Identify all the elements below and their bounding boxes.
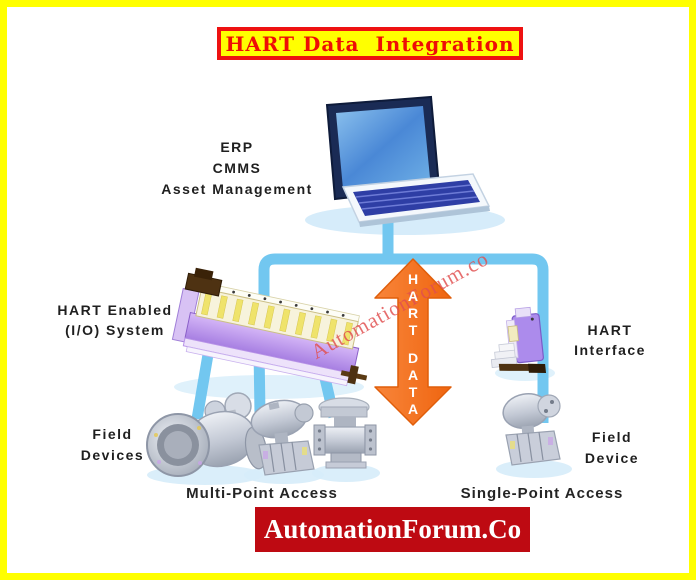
io-system-label: HART Enabled (I/O) System bbox=[35, 300, 195, 340]
arrow-letter: R bbox=[407, 305, 419, 321]
hart-data-arrow-label: H A R T D A T A bbox=[403, 271, 423, 418]
diagram-scene bbox=[146, 95, 572, 485]
arrow-letter: A bbox=[407, 367, 419, 383]
brand-name: AutomationForum.Co bbox=[263, 514, 522, 544]
pressure-transmitter-single-icon bbox=[502, 393, 561, 466]
control-valve-icon bbox=[313, 397, 377, 469]
title-banner: HART Data Integration bbox=[217, 27, 523, 60]
field-devices-line1: Field bbox=[92, 426, 133, 442]
brand-banner: AutomationForum.Co bbox=[255, 507, 530, 552]
field-device-line1: Field bbox=[591, 429, 633, 445]
field-devices-line2: Devices bbox=[80, 447, 145, 463]
trunk-line bbox=[258, 253, 549, 423]
arrow-letter: A bbox=[407, 401, 419, 417]
desktop-computer-icon bbox=[325, 95, 491, 227]
arrow-letter: H bbox=[407, 271, 419, 287]
hart-interface-label: HART Interface bbox=[560, 320, 660, 360]
magnetic-flowmeter-icon bbox=[146, 392, 268, 477]
asset-management-line: Asset Management bbox=[161, 181, 313, 197]
pressure-transmitter-icon bbox=[250, 399, 315, 476]
hart-interface-line2: Interface bbox=[574, 342, 646, 358]
cmms-line: CMMS bbox=[212, 160, 262, 176]
io-system-line1: HART Enabled bbox=[57, 302, 173, 318]
single-point-access-label: Single-Point Access bbox=[460, 485, 624, 502]
erp-line: ERP bbox=[220, 139, 254, 155]
erp-cmms-label: ERP CMMS Asset Management bbox=[142, 137, 332, 200]
arrow-letter: A bbox=[407, 288, 419, 304]
page-title: HART Data Integration bbox=[225, 31, 515, 56]
hart-interface-modem-icon bbox=[490, 306, 547, 373]
io-system-line2: (I/O) System bbox=[65, 322, 165, 338]
hart-data-arrow bbox=[374, 258, 452, 426]
io-module-rack-icon bbox=[171, 267, 368, 387]
multi-point-access-label: Multi-Point Access bbox=[186, 485, 338, 502]
arrow-letter: T bbox=[408, 322, 418, 338]
arrow-letter: D bbox=[407, 350, 419, 366]
hart-interface-line1: HART bbox=[587, 322, 633, 338]
field-device-label: Field Device bbox=[567, 427, 657, 469]
field-device-line2: Device bbox=[584, 450, 640, 466]
field-devices-label: Field Devices bbox=[65, 424, 160, 466]
arrow-letter: T bbox=[408, 384, 418, 400]
